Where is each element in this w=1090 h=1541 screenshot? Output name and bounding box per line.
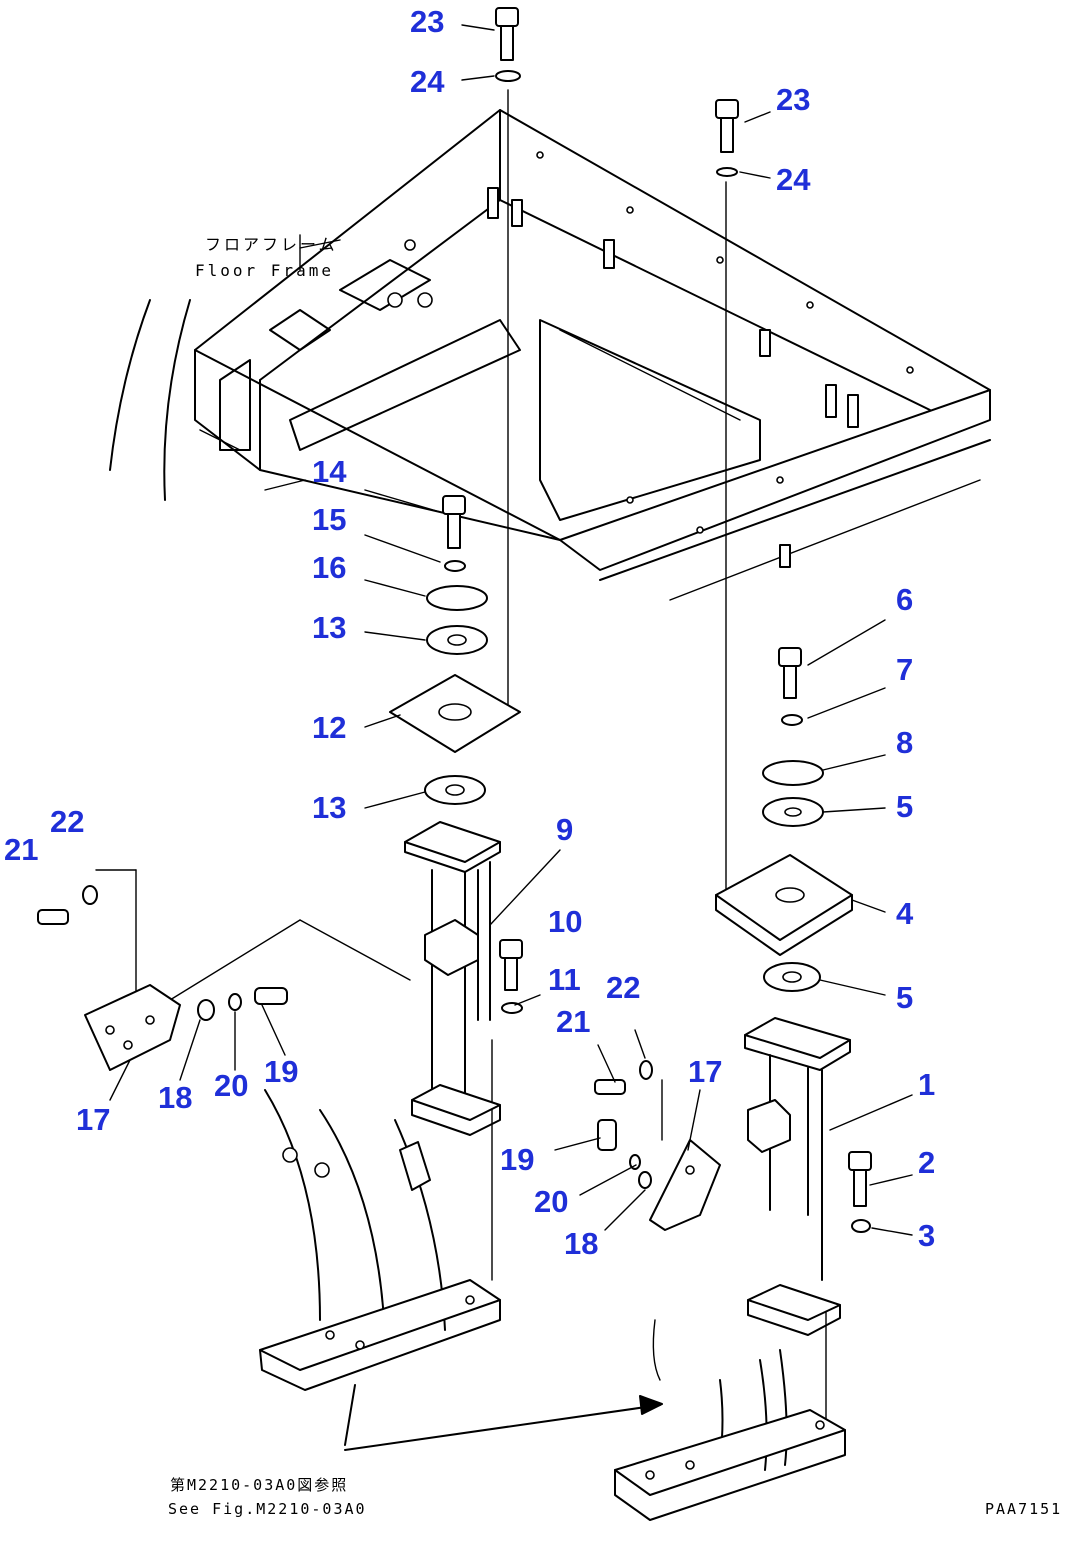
right-bracket: [594, 1060, 721, 1231]
callout-11: 11: [548, 962, 581, 997]
right-mount-stack: [715, 99, 853, 992]
callout-13-upper: 13: [312, 610, 346, 645]
callout-24-top: 24: [410, 64, 445, 99]
callout-18-left: 18: [158, 1080, 192, 1115]
callout-5-lower: 5: [896, 980, 913, 1015]
callout-19-right: 19: [500, 1142, 534, 1177]
callout-18-right: 18: [564, 1226, 598, 1261]
callout-15: 15: [312, 502, 346, 537]
reference-arrow: [344, 1319, 663, 1451]
callout-2: 2: [918, 1145, 935, 1180]
callout-17-right: 17: [688, 1054, 722, 1089]
callout-17-left: 17: [76, 1102, 110, 1137]
callout-10: 10: [548, 904, 582, 939]
callout-20-right: 20: [534, 1184, 568, 1219]
callout-5-upper: 5: [896, 789, 913, 824]
callout-24-right: 24: [776, 162, 811, 197]
callout-20-left: 20: [214, 1068, 248, 1103]
center-mount-stack: [389, 7, 521, 805]
right-column: [744, 1017, 872, 1336]
callout-6: 6: [896, 582, 913, 617]
callout-14: 14: [312, 454, 347, 489]
callout-23-right: 23: [776, 82, 810, 117]
callout-12: 12: [312, 710, 346, 745]
left-bracket: [37, 885, 288, 1071]
callout-9: 9: [556, 812, 573, 847]
callout-3: 3: [918, 1218, 935, 1253]
callout-8: 8: [896, 725, 913, 760]
callout-13-lower: 13: [312, 790, 346, 825]
callout-4: 4: [896, 896, 914, 931]
text-labels: フロアフレーム Floor Frame 第M2210-03A0図参照 See F…: [168, 235, 1062, 1518]
left-lower-frame: [259, 1089, 501, 1391]
frame-label-en: Floor Frame: [195, 261, 334, 280]
callout-22-left: 22: [50, 804, 84, 839]
leader-lines: [95, 89, 827, 1421]
reference-jp: 第M2210-03A0図参照: [170, 1476, 348, 1494]
callout-21-right: 21: [556, 1004, 590, 1039]
callout-22-right: 22: [606, 970, 640, 1005]
right-lower-frame: [614, 1349, 846, 1521]
drawing-code: PAA7151: [985, 1500, 1062, 1518]
callout-21-left: 21: [4, 832, 38, 867]
left-column: [404, 821, 523, 1136]
callout-1: 1: [918, 1067, 935, 1102]
callout-16: 16: [312, 550, 346, 585]
callout-23-top: 23: [410, 4, 444, 39]
callout-7: 7: [896, 652, 913, 687]
callout-numbers: 23 24 23 24 14 15 16 13 12 13 6 7 8 5 4 …: [4, 4, 935, 1261]
callout-leaders: [109, 24, 913, 1236]
frame-label-jp: フロアフレーム: [205, 235, 338, 254]
floor-frame: [109, 109, 991, 601]
reference-en: See Fig.M2210-03A0: [168, 1500, 367, 1518]
callout-19-left: 19: [264, 1054, 298, 1089]
